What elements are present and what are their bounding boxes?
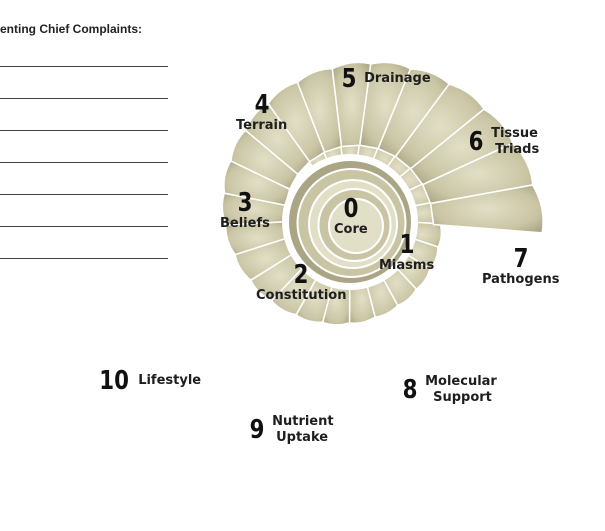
stage-9-nutrient-uptake: 9 Nutrient Uptake (248, 414, 334, 446)
stage-number: 3 (237, 188, 253, 218)
stage-0-core: 0 Core (334, 196, 368, 238)
complaint-line[interactable] (0, 194, 168, 195)
stage-number: 8 (402, 375, 418, 405)
stage-label-line1: Molecular (425, 374, 497, 389)
stage-number: 5 (341, 64, 357, 94)
complaint-line[interactable] (0, 226, 168, 227)
shell-chamber (429, 184, 544, 234)
stage-number: 10 (99, 366, 129, 396)
stage-label: Lifestyle (138, 373, 202, 388)
stage-number: 0 (343, 194, 359, 224)
stage-number: 2 (293, 260, 309, 290)
stage-2-constitution: 2 Constitution (256, 262, 346, 304)
stage-3-beliefs: 3 Beliefs (220, 190, 270, 232)
stage-6-tissue-triads: 6 Tissue Triads (467, 126, 540, 158)
stage-4-terrain: 4 Terrain (236, 92, 287, 134)
stage-label: Tissue Triads (491, 126, 539, 158)
stage-number: 6 (468, 127, 484, 157)
stage-label: Terrain (236, 118, 288, 133)
stage-7-pathogens: 7 Pathogens (482, 246, 559, 288)
stage-label: Drainage (364, 71, 431, 86)
stage-5-drainage: 5 Drainage (340, 66, 431, 92)
stage-label-line2: Triads (495, 142, 540, 157)
stage-label: Molecular Support (425, 374, 497, 406)
stage-label: Core (334, 222, 368, 237)
stage-label-line1: Nutrient (272, 414, 334, 429)
core-coil (328, 198, 384, 254)
stage-label-line1: Tissue (491, 126, 538, 141)
stage-label: Beliefs (220, 216, 270, 231)
stage-label: Nutrient Uptake (272, 414, 334, 446)
stage-number: 4 (254, 90, 270, 120)
complaint-line[interactable] (0, 98, 168, 99)
stage-number: 7 (513, 244, 529, 274)
stage-label-line2: Support (433, 390, 492, 405)
complaint-line[interactable] (0, 66, 168, 67)
stage-8-molecular-support: 8 Molecular Support (401, 374, 497, 406)
stage-label: Pathogens (482, 272, 560, 287)
stage-1-miasms: 1 Miasms (379, 232, 434, 274)
stage-label-line2: Uptake (276, 430, 329, 445)
stage-10-lifestyle: 10 Lifestyle (96, 368, 201, 394)
complaint-line[interactable] (0, 162, 168, 163)
stage-number: 1 (399, 230, 415, 260)
complaint-line[interactable] (0, 130, 168, 131)
chief-complaints-heading: enting Chief Complaints: (0, 22, 142, 36)
stage-label: Constitution (256, 288, 347, 303)
complaint-line[interactable] (0, 258, 168, 259)
stage-number: 9 (249, 415, 265, 445)
stage-label: Miasms (379, 258, 435, 273)
